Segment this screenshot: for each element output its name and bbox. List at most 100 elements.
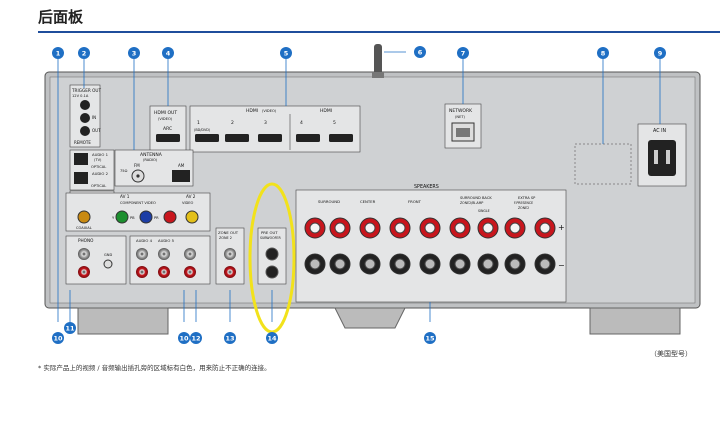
hdmi-port4-label: 4	[300, 120, 303, 126]
av2-audio-r-jack[interactable]	[184, 266, 196, 278]
subwoofer-out-2-jack[interactable]	[265, 265, 279, 279]
speaker-terminal-screw	[482, 222, 494, 234]
audio45-block	[129, 235, 211, 285]
callout-7-marker	[457, 47, 469, 59]
surround-back-sub-label: ZONE2/BI-AMP	[460, 201, 483, 205]
optical-jack-1[interactable]	[74, 153, 88, 165]
hdmi-in-port-2[interactable]	[225, 134, 249, 142]
trigger-out-label: TRIGGER OUT	[71, 88, 101, 93]
hdmi-in-block	[189, 105, 361, 153]
audio5-label: AUDIO 5	[158, 238, 175, 243]
hdmi-port1-label: 1	[197, 120, 200, 126]
speaker-terminal-screw	[364, 222, 376, 234]
optical1-label: OPTICAL	[91, 165, 106, 169]
zone-out-sub-label: ZONE 2	[219, 236, 232, 240]
plus-label: +	[558, 223, 565, 232]
callout-1-marker	[52, 47, 64, 59]
remote-label: REMOTE	[74, 140, 91, 145]
ir-in-jack[interactable]	[80, 113, 90, 123]
zone-out-label: ZONE OUT	[218, 230, 239, 235]
optical-jack-2[interactable]	[74, 172, 88, 184]
zone-out-r-jack[interactable]	[224, 266, 236, 278]
front-label: FRONT	[408, 199, 422, 204]
hdmi-in-port-4[interactable]	[296, 134, 320, 142]
subwoofer-out-1-jack[interactable]	[265, 247, 279, 261]
component-pb-jack[interactable]	[139, 210, 153, 224]
ir-out-label: OUT	[92, 128, 101, 133]
callout-14-marker	[266, 332, 278, 344]
callout-5-marker	[280, 47, 292, 59]
hdmi-out-port[interactable]	[156, 134, 180, 142]
network-sub-label: (NET)	[455, 115, 466, 119]
callout-10-number: 10	[179, 334, 189, 342]
fm-label: FM	[134, 163, 140, 168]
ir-out-jack[interactable]	[80, 126, 90, 136]
speaker-terminal-screw	[424, 222, 436, 234]
speaker-terminal-screw	[454, 258, 466, 270]
y-label: Y	[112, 216, 115, 220]
callout-9-marker	[654, 47, 666, 59]
audio5-r-jack[interactable]	[158, 266, 170, 278]
hdmi-in-port-5[interactable]	[329, 134, 353, 142]
callout-9-number: 9	[658, 49, 663, 57]
footnote: * 实际产品上的视频 / 音频输出插孔旁的区域标有白色，用来防止不正确的连接。	[38, 364, 271, 372]
hdmi-in-port-3[interactable]	[258, 134, 282, 142]
audio4-r-jack[interactable]	[136, 266, 148, 278]
optical2-label: OPTICAL	[91, 184, 106, 188]
callout-3-number: 3	[132, 49, 137, 57]
speaker-terminal-screw	[364, 258, 376, 270]
component-pr-jack[interactable]	[163, 210, 177, 224]
network-label: NETWORK	[449, 108, 473, 114]
surround-label: SURROUND	[318, 199, 340, 204]
arc-label: ARC	[163, 126, 172, 132]
phono-r-jack[interactable]	[78, 266, 90, 278]
speaker-terminal-screw	[334, 222, 346, 234]
av1-coaxial-jack[interactable]	[77, 210, 91, 224]
callout-8-marker	[597, 47, 609, 59]
speaker-terminal-screw	[482, 258, 494, 270]
ac-in-socket[interactable]	[648, 140, 676, 176]
callout-5-number: 5	[284, 49, 289, 57]
pr-label: PR	[154, 216, 159, 220]
subwoofer-label: SUBWOOFER	[260, 236, 281, 240]
speaker-terminal-screw	[454, 222, 466, 234]
right-foot	[589, 307, 681, 335]
video-label: VIDEO	[182, 201, 194, 205]
zone-out-l-jack[interactable]	[224, 248, 236, 260]
speakers-block	[295, 189, 567, 303]
ohm-label: 75Ω	[120, 169, 128, 173]
pre-out-label: PRE OUT	[261, 230, 278, 235]
surround-back-label: SURROUND BACK	[460, 196, 492, 200]
speaker-terminal-screw	[539, 222, 551, 234]
callout-12-marker	[190, 332, 202, 344]
hdmi-group1-label: HDMI	[246, 108, 258, 114]
callout-2-marker	[78, 47, 90, 59]
hdmi-in-port-1[interactable]	[195, 134, 219, 142]
trigger-jack[interactable]	[80, 100, 90, 110]
model-note: （美国型号）	[650, 350, 692, 358]
composite-video-jack[interactable]	[185, 210, 199, 224]
callout-3-marker	[128, 47, 140, 59]
component-y-jack[interactable]	[115, 210, 129, 224]
page-title: 后面板	[38, 8, 84, 26]
callout-10-marker	[178, 332, 190, 344]
hdmi-out-label: HDMI OUT	[154, 110, 177, 116]
gnd-label: GND	[104, 253, 112, 257]
am-antenna-terminal[interactable]	[172, 170, 190, 182]
callout-10-number: 10	[53, 334, 63, 342]
audio5-l-jack[interactable]	[158, 248, 170, 260]
am-label: AM	[178, 163, 185, 168]
phono-l-jack[interactable]	[78, 248, 90, 260]
av2-audio-l-jack[interactable]	[184, 248, 196, 260]
hdmi-port5-label: 5	[333, 120, 336, 126]
ir-in-label: IN	[92, 115, 96, 120]
speaker-terminal-screw	[424, 258, 436, 270]
callout-leaders	[57, 51, 661, 322]
title-underline	[38, 31, 720, 33]
antenna-label: ANTENNA	[140, 152, 163, 158]
callout-11-number: 11	[65, 324, 75, 332]
audio4-l-jack[interactable]	[136, 248, 148, 260]
gnd-terminal[interactable]	[103, 259, 113, 269]
